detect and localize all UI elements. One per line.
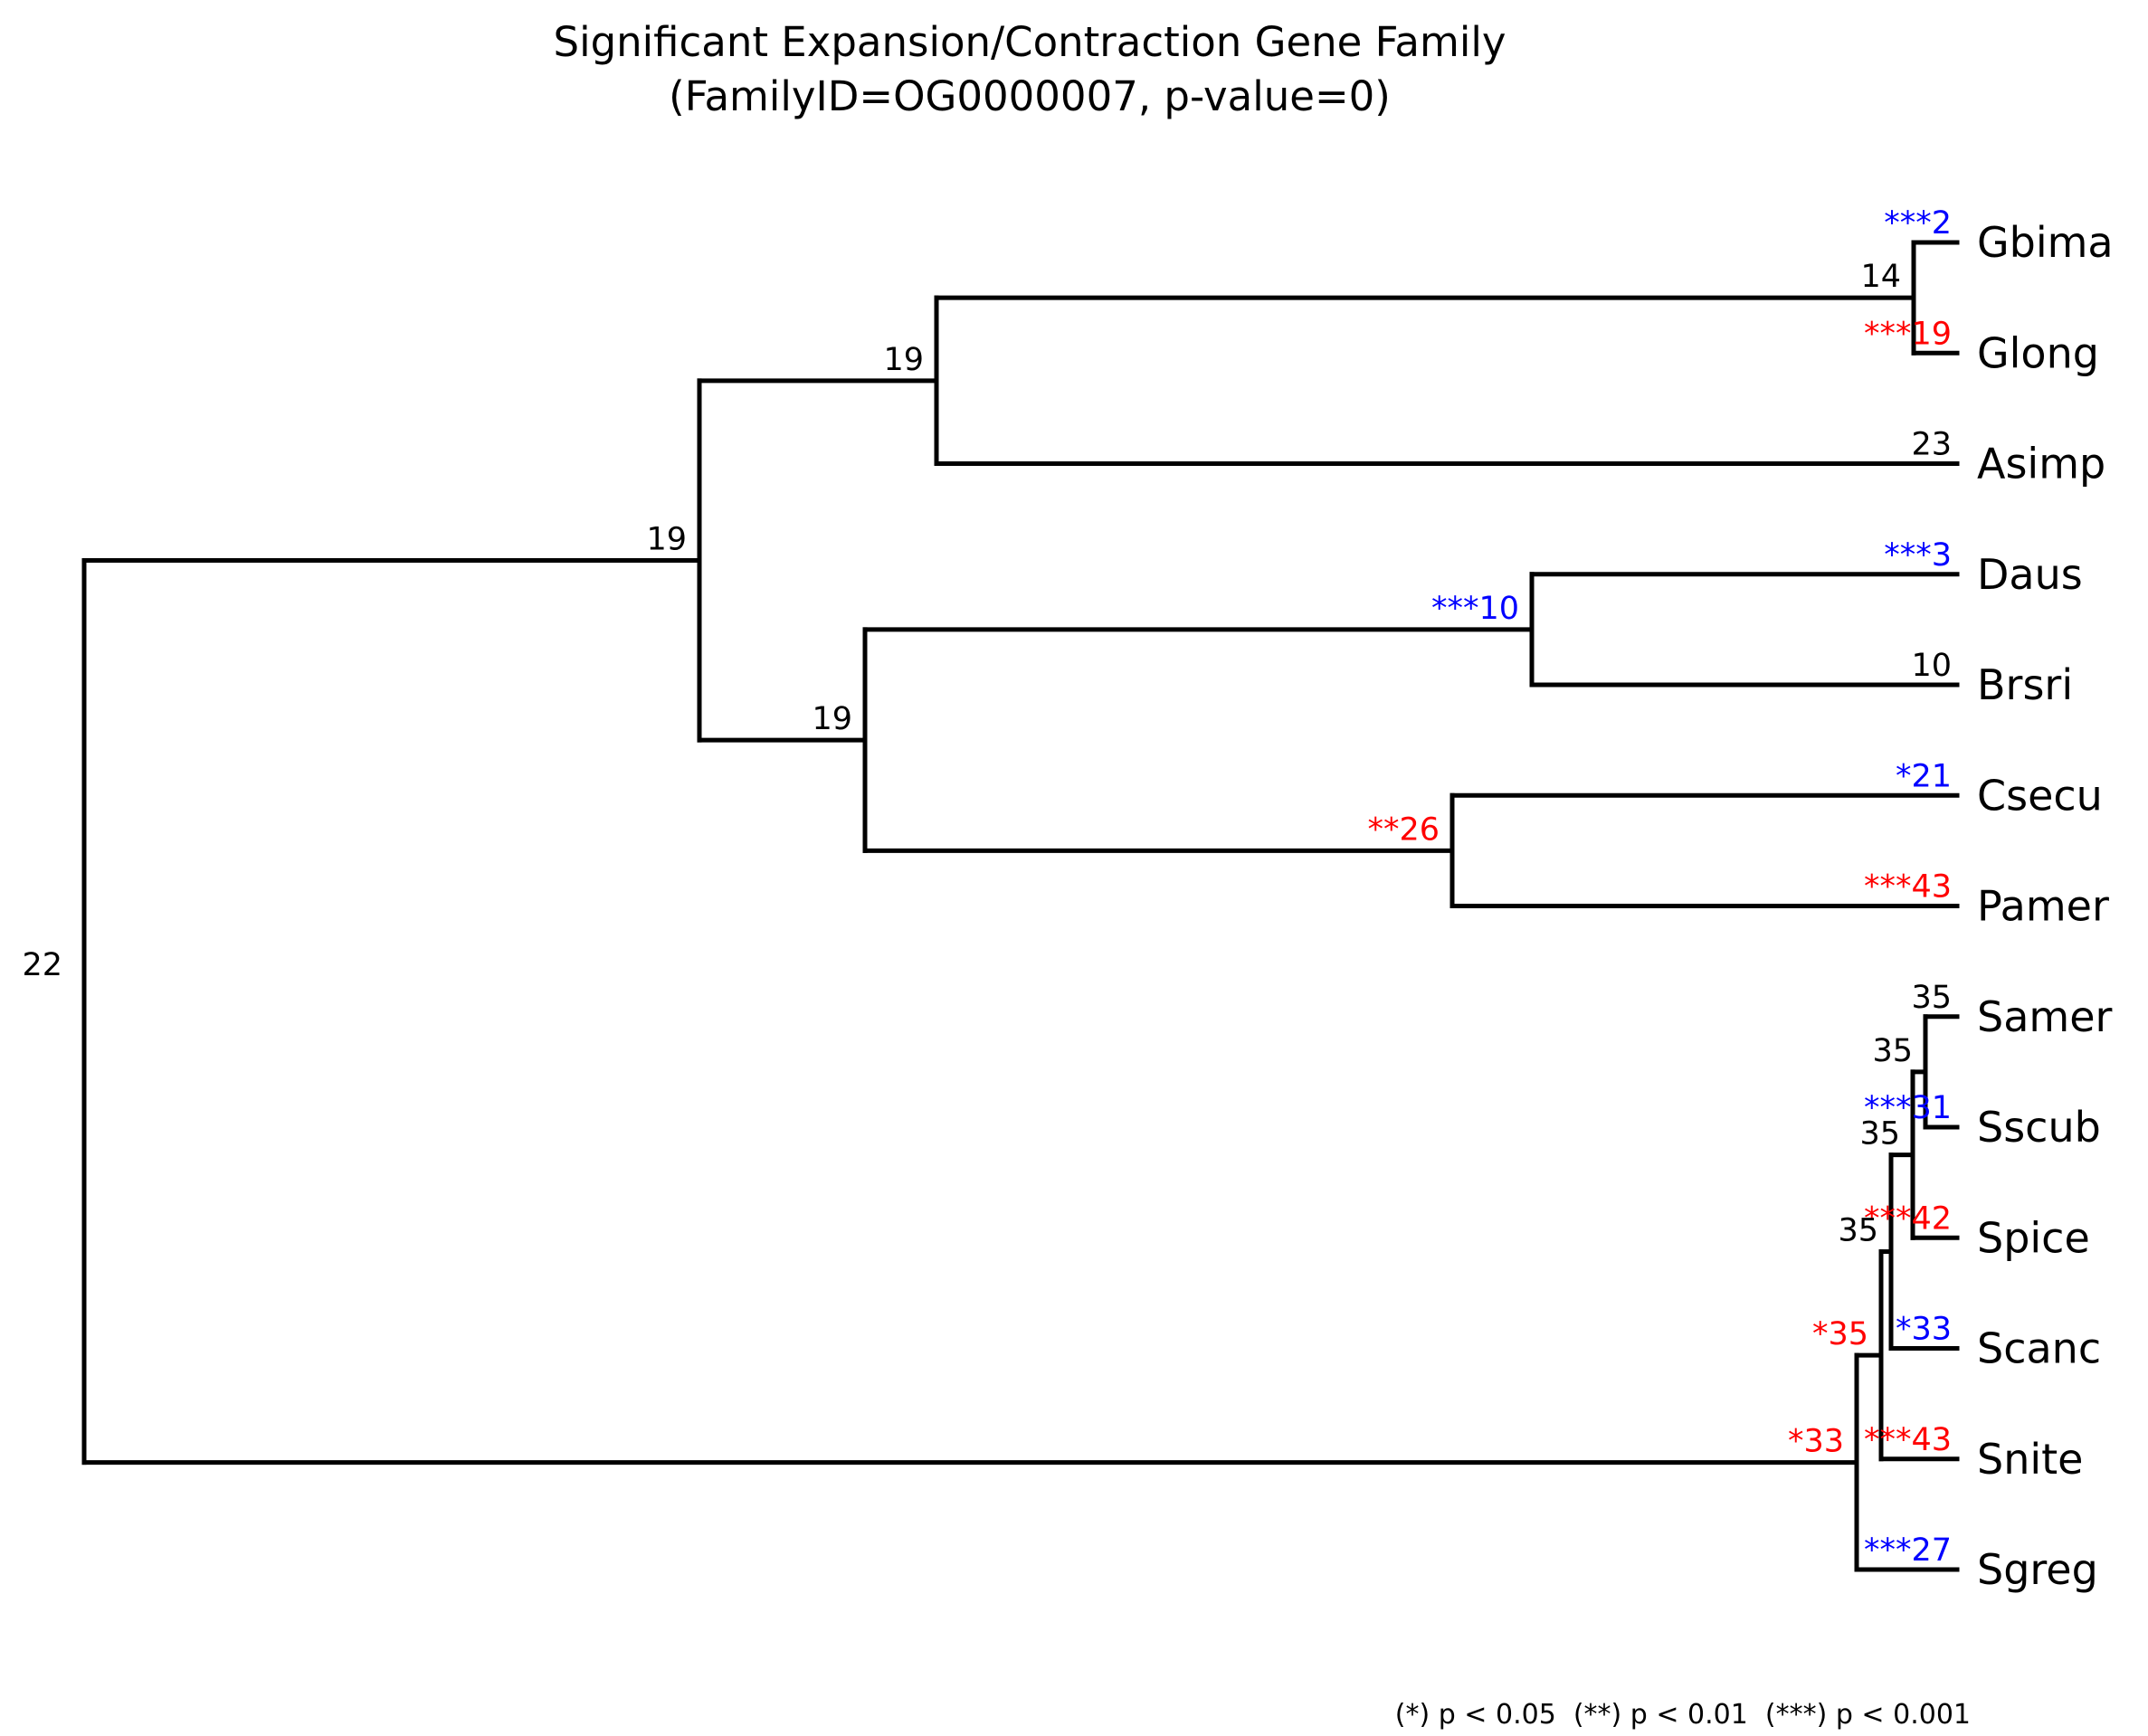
tip-label-Brsri: Brsri: [1977, 660, 2073, 709]
count-label-internal-node: 19: [646, 521, 687, 557]
count-label-internal-node: ***10: [1431, 591, 1519, 627]
tip-label-Daus: Daus: [1977, 550, 2083, 599]
tip-label-Pamer: Pamer: [1977, 882, 2109, 931]
count-label-root: 22: [22, 947, 62, 983]
count-label-Daus: ***3: [1884, 537, 1952, 574]
tip-label-Gbima: Gbima: [1977, 218, 2114, 267]
tip-label-Spice: Spice: [1977, 1213, 2090, 1262]
count-label-Sgreg: ***27: [1864, 1532, 1952, 1569]
tree-branches-layer: Gbima***2Glong***1914Asimp2319Daus***3Br…: [22, 205, 2113, 1594]
count-label-internal-node: *35: [1812, 1316, 1868, 1352]
tip-label-Asimp: Asimp: [1977, 440, 2105, 489]
count-label-Glong: ***19: [1864, 316, 1952, 352]
count-label-internal-node: 35: [1872, 1033, 1913, 1069]
count-label-Csecu: *21: [1896, 758, 1952, 794]
count-label-Brsri: 10: [1911, 648, 1952, 684]
count-label-Samer: 35: [1911, 980, 1952, 1016]
figure-subtitle: (FamilyID=OG0000007, p-value=0): [669, 72, 1391, 120]
tip-label-Scanc: Scanc: [1977, 1324, 2101, 1373]
count-label-Scanc: *33: [1896, 1312, 1952, 1348]
count-label-internal-node: **26: [1367, 811, 1440, 848]
tip-label-Snite: Snite: [1977, 1435, 2083, 1484]
count-label-Snite: ***43: [1864, 1422, 1952, 1458]
count-label-internal-node: 14: [1860, 259, 1901, 295]
count-label-internal-node: 35: [1859, 1116, 1900, 1153]
figure-title: Significant Expansion/Contraction Gene F…: [554, 18, 1506, 66]
count-label-Gbima: ***2: [1884, 205, 1952, 242]
tip-label-Sgreg: Sgreg: [1977, 1545, 2098, 1594]
count-label-Pamer: ***43: [1864, 869, 1952, 906]
tip-label-Csecu: Csecu: [1977, 771, 2103, 820]
tip-label-Samer: Samer: [1977, 992, 2112, 1041]
count-label-internal-node: *33: [1788, 1424, 1844, 1460]
count-label-Sscub: ***31: [1864, 1090, 1952, 1126]
tip-label-Sscub: Sscub: [1977, 1103, 2101, 1152]
count-label-internal-node: 19: [812, 701, 852, 737]
significance-legend: (*) p < 0.05 (**) p < 0.01 (***) p < 0.0…: [1395, 1699, 1971, 1731]
count-label-internal-node: 35: [1838, 1213, 1878, 1249]
tip-label-Glong: Glong: [1977, 328, 2099, 377]
count-label-Asimp: 23: [1911, 427, 1952, 463]
count-label-Spice: ***42: [1864, 1200, 1952, 1237]
count-label-internal-node: 19: [883, 342, 924, 378]
